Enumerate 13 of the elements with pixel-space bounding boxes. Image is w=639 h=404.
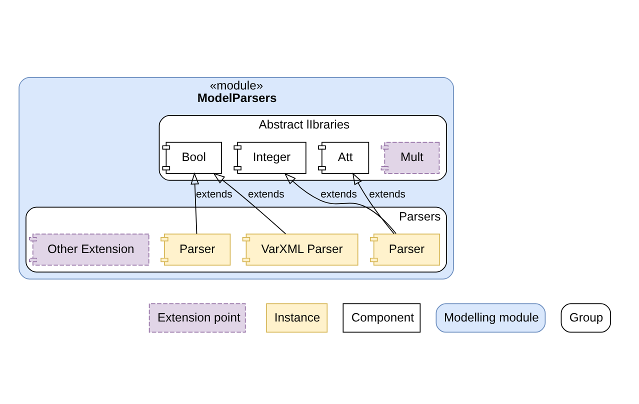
- arrow: [284, 172, 396, 234]
- edge-label: extends: [196, 189, 232, 200]
- arrow: [190, 172, 200, 234]
- edge-label: extends: [248, 189, 284, 200]
- legend-label: Modelling module: [444, 310, 539, 325]
- legend-label: Extension point: [158, 310, 240, 325]
- edge-label: extends: [369, 189, 406, 200]
- arrow: [352, 172, 395, 234]
- arrow: [212, 172, 286, 234]
- edge-label: extends: [320, 189, 357, 200]
- legend-label: Component: [351, 310, 414, 325]
- legend-label: Instance: [274, 310, 320, 325]
- legend-label: Group: [569, 310, 604, 325]
